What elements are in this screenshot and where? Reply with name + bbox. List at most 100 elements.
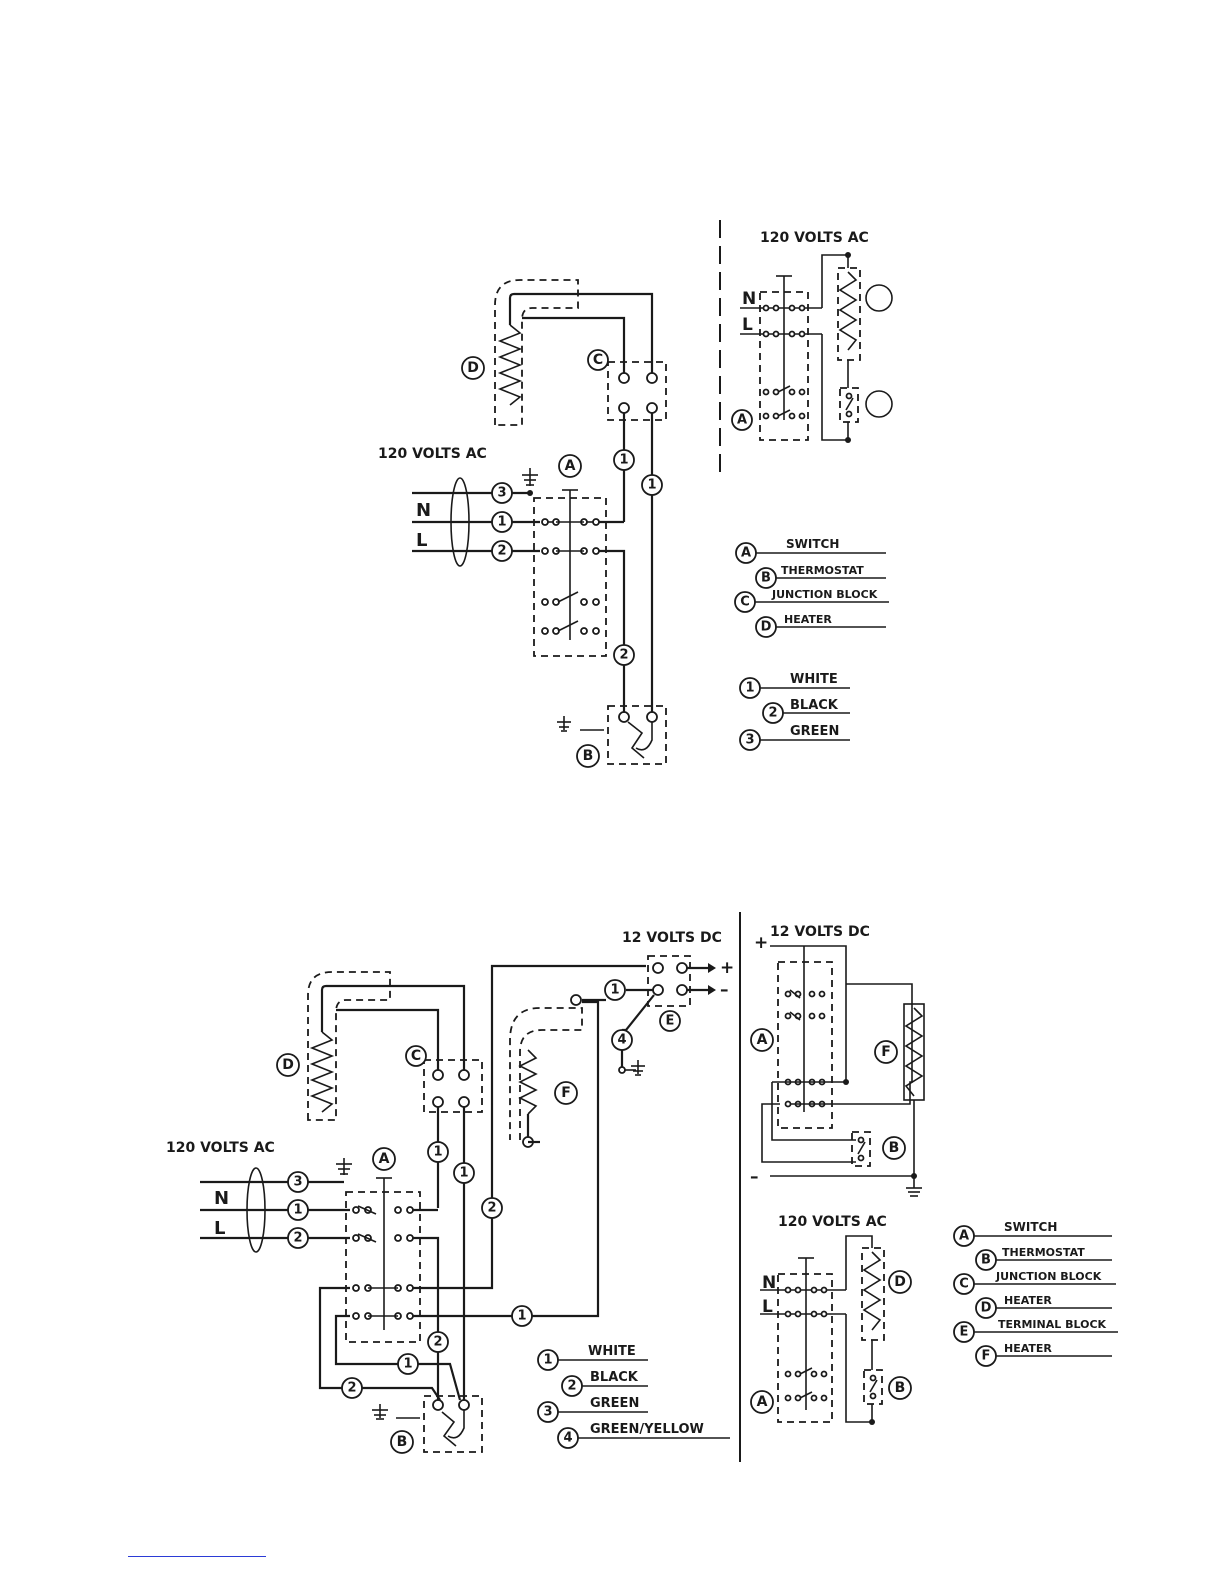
label-d: D [467, 360, 479, 376]
ground-icon [336, 1158, 352, 1175]
jb-terminal [646, 402, 658, 414]
schematic-label-a-circle [731, 409, 753, 431]
label-d-circle [276, 1053, 300, 1077]
schematic-label-b-dc: B [889, 1140, 900, 1156]
top-component-legend: A SWITCH B THERMOSTAT C JUNCTION BLOCK D… [734, 537, 889, 638]
schematic-heater-d-element [862, 1251, 882, 1331]
legend-key: F [982, 1349, 991, 1364]
schematic-n-label: N [762, 1273, 776, 1293]
wire-marker-1 [397, 1353, 419, 1375]
wire-marker-3-text: 3 [497, 486, 506, 501]
volts-dc-label: 12 VOLTS DC [622, 930, 722, 946]
legend-text: HEATER [784, 613, 832, 626]
schematic-dc-loop [771, 1082, 856, 1141]
schematic-thermo-blade [845, 397, 854, 411]
schematic-label-a-ac: A [757, 1394, 768, 1410]
legend-text: TERMINAL BLOCK [998, 1318, 1107, 1331]
label-b-circle [576, 744, 600, 768]
wire-legend-key: 3 [543, 1405, 552, 1420]
wire-legend-key: 1 [745, 681, 754, 696]
legend-key: C [959, 1277, 969, 1292]
wire-marker-1-text: 1 [459, 1166, 468, 1181]
wire-heater-top [320, 984, 466, 1075]
plus-label: + [720, 958, 734, 978]
junction-block-c [423, 1059, 483, 1113]
wire-marker-1 [641, 474, 663, 496]
label-a-circle [372, 1147, 396, 1171]
switch-contacts [352, 1205, 414, 1320]
wire-marker-2-text: 2 [433, 1335, 442, 1350]
schematic-switch-a-dc [777, 961, 833, 1129]
label-f-circle [554, 1081, 578, 1105]
heater-f-terminal [570, 994, 582, 1006]
legend-key: A [741, 546, 751, 561]
wire-marker-1-text: 1 [517, 1309, 526, 1324]
schematic-label-d-circle [888, 1270, 912, 1294]
bottom-volts-ac-label: 120 VOLTS AC [166, 1140, 275, 1156]
wire-legend-key: 1 [543, 1353, 552, 1368]
schematic-ac-contacts [784, 1286, 828, 1402]
wire-marker-2-text: 2 [293, 1231, 302, 1246]
wire-marker-3-text: 3 [293, 1175, 302, 1190]
legend-key: C [740, 595, 750, 610]
label-d: D [282, 1057, 294, 1073]
legend-key: E [960, 1325, 969, 1340]
schematic-label-a: A [737, 413, 747, 428]
schematic-dc-contacts [784, 989, 826, 1108]
schematic-l-label: L [742, 315, 753, 335]
line-n-label: N [214, 1188, 229, 1209]
label-d-circle [461, 356, 485, 380]
wire-marker-1-text: 1 [293, 1203, 302, 1218]
schematic-wire-bottom [821, 334, 849, 441]
schematic-blank-marker [865, 284, 893, 312]
top-figure: C D 1 1 120 VOLTS AC N L 3 1 2 [378, 220, 893, 768]
heater-d-element [309, 1031, 335, 1113]
line-l-label: L [416, 530, 427, 551]
wire-marker-2-text: 2 [347, 1381, 356, 1396]
schematic-thermo-blade [869, 1379, 878, 1393]
wire-loop-white [334, 1314, 462, 1401]
schematic-switch-a-ac [777, 1273, 833, 1423]
switch-a [345, 1191, 421, 1343]
schematic-label-b-ac-circle [888, 1376, 912, 1400]
top-volts-ac-label: 120 VOLTS AC [378, 446, 487, 462]
wire-green-yellow [622, 994, 655, 1032]
line-n-label: N [416, 500, 431, 521]
label-c: C [411, 1048, 421, 1064]
schematic-blank-marker [865, 390, 893, 418]
schematic-heater-d-box [861, 1247, 885, 1341]
heater-f-element [518, 1049, 538, 1115]
schematic-dc-loop2 [761, 1103, 856, 1163]
tb-terminal [676, 984, 688, 996]
schematic-thermo-contact [869, 1392, 877, 1400]
schematic-thermo-contact [869, 1374, 877, 1382]
schematic-wire-top [821, 254, 849, 308]
cable-sheath [450, 477, 470, 567]
legend-key: D [761, 620, 772, 635]
label-c-circle [405, 1045, 427, 1067]
legend-text: HEATER [1004, 1294, 1052, 1307]
heater-d-housing [494, 279, 579, 426]
wire-marker-2-text: 2 [619, 648, 628, 663]
schematic-n-label: N [742, 289, 756, 309]
wire-marker-1-text: 1 [433, 1145, 442, 1160]
tb-terminal [676, 962, 688, 974]
switch-contacts [541, 518, 600, 635]
ground-icon [522, 468, 538, 486]
tb-terminal [652, 962, 664, 974]
junction-block-c [607, 361, 667, 421]
legend-key: B [761, 571, 771, 586]
schematic-dc-label: 12 VOLTS DC [770, 924, 870, 940]
footer-rule [128, 1556, 266, 1557]
arrow-icon [708, 963, 716, 973]
legend-text: SWITCH [786, 537, 839, 551]
wire-marker-2 [341, 1377, 363, 1399]
wire-marker-2 [427, 1331, 449, 1353]
legend-key: B [981, 1253, 991, 1268]
label-f: F [561, 1085, 571, 1101]
ground-icon [557, 716, 571, 732]
schematic-l-label: L [762, 1297, 773, 1317]
wire-heater-inner [522, 316, 626, 378]
line-l-label: L [214, 1218, 225, 1239]
cable-sheath [246, 1167, 266, 1253]
